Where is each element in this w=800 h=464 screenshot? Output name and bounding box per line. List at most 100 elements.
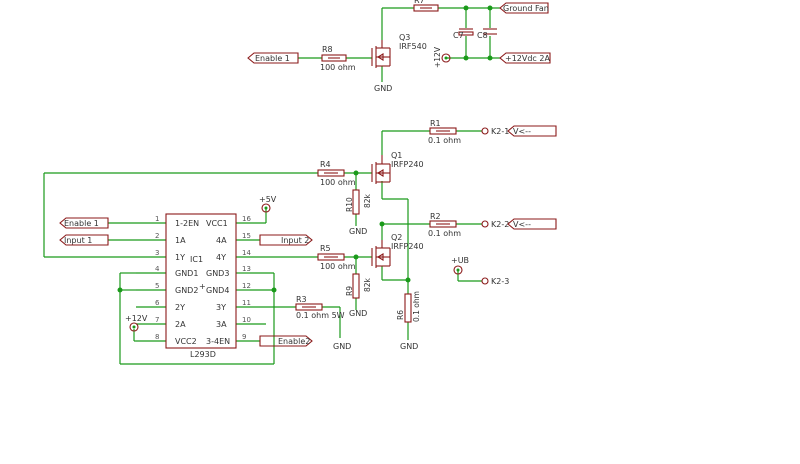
- hbridge-section: R1 0.1 ohm K2-1 V<-- Q1 IRFP240 R4 100 o…: [44, 119, 557, 351]
- ic-section: IC1 + L293D 1 1-2EN 2 1A 3 1Y 4 GND1 5 G…: [43, 173, 351, 365]
- ic-right-pins: 16 VCC1 15 4A 14 4Y 13 GND3 12 GND4 11 3…: [206, 215, 251, 346]
- q2-label: Q2: [391, 233, 402, 242]
- pin-number: 13: [242, 265, 251, 273]
- pin-name: 4A: [216, 236, 227, 245]
- pin-name: GND2: [175, 286, 198, 295]
- enable2-port: Enable2: [278, 337, 310, 346]
- pin-number: 7: [155, 316, 159, 324]
- pin-name: 3Y: [216, 303, 226, 312]
- ground-fan-port: Ground Fan: [503, 4, 549, 13]
- k21-label: K2-1: [491, 127, 509, 136]
- supply-symbol-icon: [129, 322, 139, 332]
- v2-port: V<--: [513, 220, 531, 229]
- supply-symbol-icon: [261, 203, 271, 213]
- q3-label: Q3: [399, 33, 410, 42]
- pin-name: GND4: [206, 286, 229, 295]
- c7-label: C7: [453, 31, 464, 40]
- r2-value: 0.1 ohm: [428, 229, 461, 238]
- enable1-port: Enable 1: [64, 219, 99, 228]
- gnd-r6-label: GND: [400, 342, 418, 351]
- net-port-icon: [507, 125, 557, 137]
- input1-port: Input 1: [64, 236, 92, 245]
- r9-value: 82k: [363, 277, 372, 292]
- fan-driver-section: R7 Ground Fan C7 C8 +12V +12Vdc 2A: [247, 0, 551, 93]
- pin-name: 3A: [216, 320, 227, 329]
- r3-label: R3: [296, 295, 307, 304]
- ic-plus: +: [199, 282, 206, 291]
- k23-label: K2-3: [491, 277, 509, 286]
- r9-label: R9: [345, 286, 354, 296]
- r10-value: 82k: [363, 193, 372, 208]
- q1-type: IRFP240: [391, 160, 424, 169]
- r4-value: 100 ohm: [320, 178, 356, 187]
- pin-number: 5: [155, 282, 159, 290]
- resistor-icon: [404, 293, 412, 323]
- r5-label: R5: [320, 244, 331, 253]
- junction-dot: [117, 287, 123, 293]
- junction-dot: [487, 55, 493, 61]
- pin-number: 16: [242, 215, 251, 223]
- ic-body-icon: [165, 213, 237, 349]
- ic-name: IC1: [190, 255, 203, 264]
- pin-number: 6: [155, 299, 160, 307]
- net-port-icon: [481, 220, 489, 228]
- r6-label: R6: [396, 310, 405, 320]
- r7-label: R7: [414, 0, 425, 5]
- supply-12v-label: +12V: [433, 46, 442, 68]
- pin-name: VCC2: [175, 337, 197, 346]
- pin-number: 11: [242, 299, 251, 307]
- gnd-label: GND: [374, 84, 392, 93]
- net-port-icon: [507, 218, 557, 230]
- pin-name: 1Y: [175, 253, 185, 262]
- junction-dot: [353, 170, 359, 176]
- pin-name: VCC1: [206, 219, 228, 228]
- r8-value: 100 ohm: [320, 63, 356, 72]
- net-port-icon: [59, 234, 109, 246]
- gnd-r9-label: GND: [349, 309, 367, 318]
- pin-number: 9: [242, 333, 246, 341]
- net-port-icon: [481, 277, 489, 285]
- q2-type: IRFP240: [391, 242, 424, 251]
- mosfet-icon: [371, 40, 391, 68]
- mosfet-icon: [371, 155, 391, 184]
- ic-left-pins: 1 1-2EN 2 1A 3 1Y 4 GND1 5 GND2 6 2Y 7 2…: [155, 215, 199, 346]
- junction-dot: [463, 5, 469, 11]
- junction-dot: [271, 287, 277, 293]
- ub-label: +UB: [451, 256, 469, 265]
- pin-number: 10: [242, 316, 251, 324]
- supply-12v-ic-label: +12V: [125, 314, 148, 323]
- q3-type: IRF540: [399, 42, 427, 51]
- net-port-icon: [259, 335, 313, 347]
- r8-label: R8: [322, 45, 333, 54]
- junction-dot: [405, 277, 411, 283]
- r5-value: 100 ohm: [320, 262, 356, 271]
- resistor-icon: [352, 189, 360, 215]
- pin-name: 1-2EN: [175, 219, 199, 228]
- pin-name: GND1: [175, 269, 198, 278]
- junction-dot: [353, 254, 359, 260]
- k22-label: K2-2: [491, 220, 509, 229]
- pin-name: 2Y: [175, 303, 185, 312]
- pin-number: 1: [155, 215, 159, 223]
- net-port-icon: [259, 234, 313, 246]
- pin-name: 4Y: [216, 253, 226, 262]
- pin-name: 1A: [175, 236, 186, 245]
- pin-number: 2: [155, 232, 159, 240]
- r2-label: R2: [430, 212, 441, 221]
- r6-value: 0.1 ohm: [412, 291, 421, 322]
- c8-label: C8: [477, 31, 488, 40]
- gnd-r10-label: GND: [349, 227, 367, 236]
- r4-label: R4: [320, 160, 331, 169]
- supply-symbol-icon: [441, 53, 451, 63]
- pin-number: 3: [155, 249, 159, 257]
- pin-name: 3-4EN: [206, 337, 230, 346]
- pin-name: 2A: [175, 320, 186, 329]
- pin-number: 12: [242, 282, 251, 290]
- net-port-icon: [247, 52, 299, 64]
- ic-part: L293D: [190, 350, 216, 359]
- junction-dot: [463, 55, 469, 61]
- pin-number: 4: [155, 265, 160, 273]
- pin-name: GND3: [206, 269, 229, 278]
- r10-label: R10: [345, 197, 354, 212]
